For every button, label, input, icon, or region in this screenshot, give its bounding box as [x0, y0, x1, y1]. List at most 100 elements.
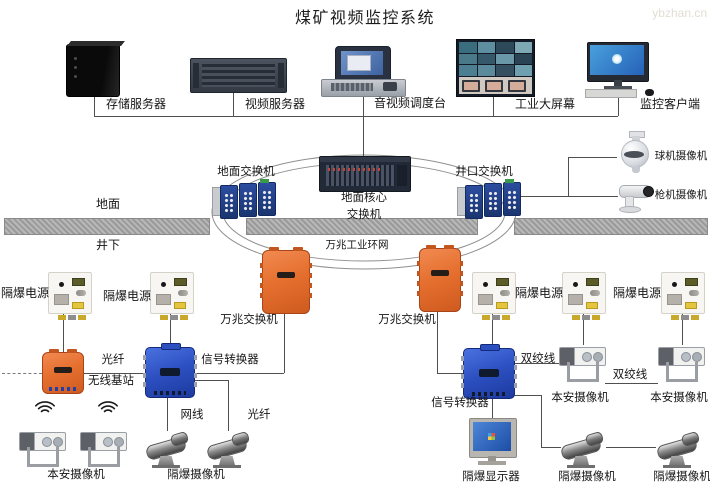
ground-bar [514, 218, 708, 235]
ten-gig-switch-left [260, 247, 312, 314]
flameproof-power-2 [150, 272, 194, 320]
connection-line [541, 447, 561, 448]
ground-switch-group [212, 179, 276, 219]
av-console-label: 音视频调度台 [373, 96, 446, 110]
connection-line [519, 196, 618, 197]
fiber-label-1: 光纤 [101, 354, 125, 366]
zone-underground-label: 井下 [95, 238, 120, 252]
ia-camera-right-1-label: 本安摄像机 [551, 392, 609, 404]
storage-server-device [66, 41, 125, 97]
connection-line [513, 395, 541, 396]
storage-server-label: 存储服务器 [105, 97, 166, 111]
ex-camera-right-2 [655, 430, 702, 468]
connection-line [94, 116, 618, 117]
video-server-device [190, 58, 287, 93]
core-switch-label-line2: 交换机 [346, 209, 382, 221]
ex-camera-left-label: 隔爆摄像机 [167, 469, 225, 481]
ex-camera-right-2-label: 隔爆摄像机 [653, 471, 710, 483]
ring-network-label: 万兆工业环网 [325, 240, 389, 251]
connection-line [568, 157, 617, 158]
signal-converter-left-label: 信号转换器 [201, 354, 259, 366]
video-server-label: 视频服务器 [244, 97, 305, 111]
ground-switch-label: 地面交换机 [217, 166, 275, 178]
watermark: ybzhan.cn [652, 6, 707, 20]
ground-bar [246, 218, 478, 235]
ex-display-device [469, 418, 517, 468]
ia-camera-left-2 [80, 430, 127, 468]
ia-camera-right-1 [559, 345, 606, 383]
flameproof-power-3 [472, 272, 516, 320]
connection-line [513, 363, 559, 364]
ex-camera-right-1 [559, 430, 606, 468]
wifi-signal-icon [35, 401, 55, 413]
av-dispatch-console-device [321, 46, 406, 97]
bullet-camera-label: 枪机摄像机 [654, 190, 708, 201]
ia-camera-left-1 [19, 430, 66, 468]
dome-camera-label: 球机摄像机 [654, 151, 708, 162]
zone-surface-label: 地面 [95, 197, 120, 211]
fiber-label-2: 光纤 [247, 409, 271, 421]
connection-line [63, 312, 64, 352]
connection-line [228, 380, 229, 431]
flameproof-power-1-label: 隔爆电源 [1, 286, 50, 300]
connection-line [568, 157, 569, 196]
signal-converter-left [143, 343, 197, 398]
flameproof-power-4-label: 隔爆电源 [613, 286, 662, 300]
flameproof-power-5 [661, 272, 705, 320]
wellhead-switch-group [457, 179, 521, 219]
connection-line [94, 95, 95, 116]
connection-line [605, 383, 658, 384]
core-switch-device [319, 156, 411, 192]
flameproof-power-1 [48, 272, 92, 320]
ex-camera-left-1 [144, 430, 191, 468]
wireless-base-station [42, 349, 84, 394]
ex-camera-right-1-label: 隔爆摄像机 [558, 471, 616, 483]
connection-line [437, 310, 438, 374]
ex-camera-left-2 [205, 430, 252, 468]
connection-line [541, 395, 542, 447]
connection-line [170, 312, 171, 347]
connection-line [284, 312, 285, 373]
connection-line [682, 312, 683, 345]
connection-line [492, 312, 493, 348]
connection-line [193, 373, 284, 374]
flameproof-power-2-label: 隔爆电源 [103, 289, 152, 303]
signal-converter-right [461, 344, 517, 399]
flameproof-power-4 [562, 272, 606, 320]
connection-line [167, 396, 168, 431]
connection-line-dashed [2, 373, 42, 374]
connection-line [82, 373, 145, 374]
core-switch-label-line1: 地面核心 [341, 192, 387, 204]
ia-camera-right-2 [658, 345, 705, 383]
dome-camera-device [619, 131, 649, 177]
signal-converter-right-label: 信号转换器 [431, 397, 489, 409]
connection-line [606, 447, 656, 448]
connection-line [233, 91, 234, 116]
bullet-camera-device [615, 183, 654, 213]
ten-gig-switch-right [417, 245, 463, 312]
flameproof-power-3-label: 隔爆电源 [515, 286, 564, 300]
connection-line [193, 380, 228, 381]
net-cable-label: 网线 [180, 409, 204, 421]
page-title: 煤矿视频监控系统 [294, 10, 435, 27]
connection-line [493, 95, 494, 116]
connection-line [583, 312, 584, 345]
wifi-signal-icon [98, 401, 118, 413]
ground-bar [4, 218, 210, 235]
ten-gig-switch-right-label: 万兆交换机 [378, 314, 436, 326]
client-label: 监控客户端 [639, 97, 700, 111]
industrial-video-wall-device [456, 39, 535, 97]
wellhead-switch-label: 井口交换机 [455, 166, 513, 178]
connection-line [492, 397, 493, 418]
ex-display-label: 隔爆显示器 [462, 471, 520, 483]
twisted-pair-label-1: 双绞线 [520, 353, 556, 365]
monitoring-client-device [585, 42, 655, 98]
video-wall-label: 工业大屏幕 [514, 97, 575, 111]
ia-camera-right-2-label: 本安摄像机 [650, 392, 708, 404]
connection-line [363, 96, 364, 156]
ten-gig-switch-left-label: 万兆交换机 [220, 314, 278, 326]
connection-line [437, 373, 463, 374]
connection-line [618, 96, 619, 116]
wireless-base-label: 无线基站 [88, 375, 134, 387]
